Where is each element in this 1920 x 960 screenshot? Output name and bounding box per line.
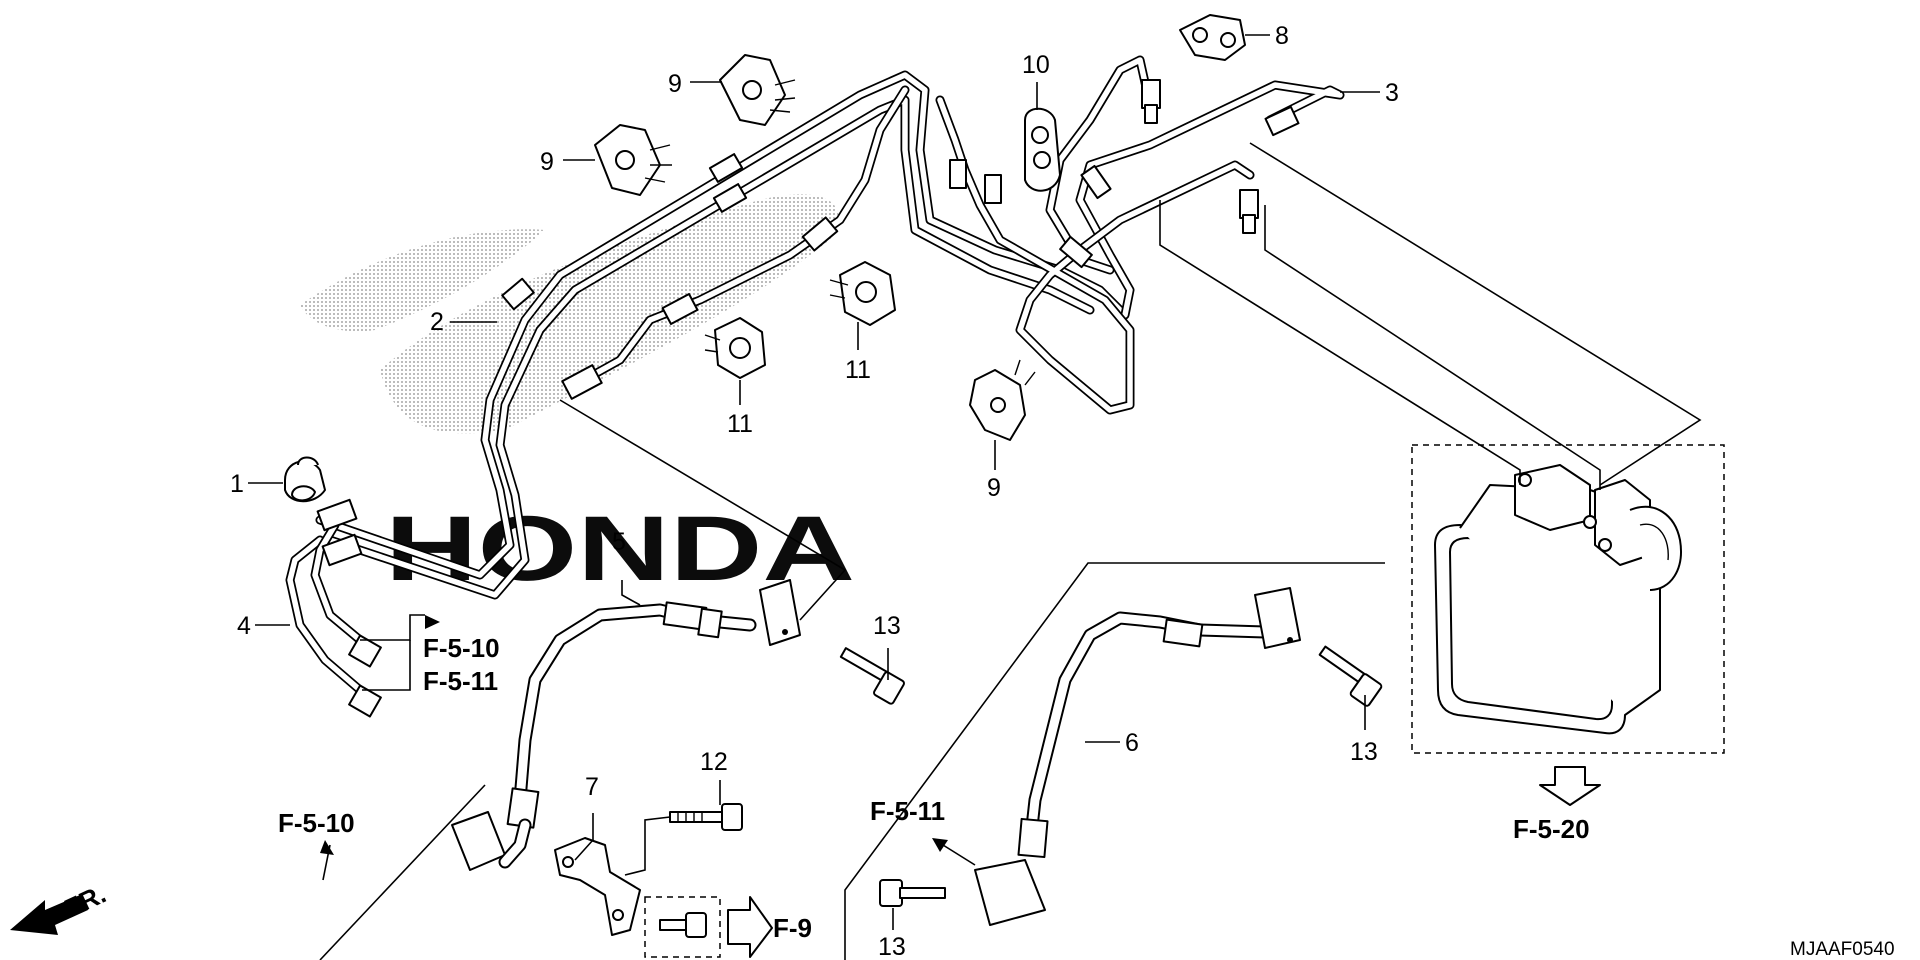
callout-13c: 13 xyxy=(878,933,906,960)
clamp-1 xyxy=(284,456,326,503)
clamp-10 xyxy=(1024,107,1061,192)
bolt-13-left xyxy=(839,647,905,705)
clamp-8 xyxy=(1179,14,1246,61)
callout-13b: 13 xyxy=(1350,738,1378,766)
callout-7: 7 xyxy=(585,773,599,801)
callout-8: 8 xyxy=(1275,22,1289,50)
clamp-9-upper xyxy=(719,54,796,126)
ref-f-5-20: F-5-20 xyxy=(1513,814,1590,844)
leader-lines xyxy=(248,34,1702,930)
brake-pipe-3 xyxy=(935,55,1345,415)
divider-lines xyxy=(319,562,1385,960)
callout-10: 10 xyxy=(1022,51,1050,79)
abs-modulator xyxy=(1434,464,1682,735)
callout-9a: 9 xyxy=(668,70,682,98)
bolt-f9 xyxy=(659,912,707,938)
f-9-arrow xyxy=(727,896,773,958)
brake-hose-5 xyxy=(451,579,801,871)
callout-9c: 9 xyxy=(987,474,1001,502)
reference-labels: F-5-10 F-5-11 F-5-10 F-5-11 F-5-20 F-9 F… xyxy=(60,633,1895,960)
callout-6: 6 xyxy=(1125,729,1139,757)
clamp-11-lower xyxy=(704,317,766,379)
abs-dashed-frame xyxy=(1411,444,1725,754)
f-5-20-arrow xyxy=(1539,766,1601,806)
ref-f-5-10-lower: F-5-10 xyxy=(278,808,355,838)
clamp-11-upper xyxy=(829,261,896,326)
clamp-9-lower xyxy=(969,359,1036,441)
callout-1: 1 xyxy=(230,470,244,498)
brake-pipe-2 xyxy=(315,70,1125,600)
callout-12: 12 xyxy=(700,748,728,776)
callout-2: 2 xyxy=(430,308,444,336)
brake-hose-6 xyxy=(974,587,1301,926)
clamp-9-left xyxy=(594,124,672,196)
callout-13a: 13 xyxy=(873,612,901,640)
callout-4: 4 xyxy=(237,612,251,640)
ref-f-5-11-upper: F-5-11 xyxy=(423,666,498,696)
brake-pipe-front-short xyxy=(561,85,910,400)
callout-3: 3 xyxy=(1385,79,1399,107)
ref-f-5-11-lower: F-5-11 xyxy=(870,796,945,826)
bolt-12 xyxy=(669,803,743,831)
f9-dashed-box xyxy=(644,896,721,958)
honda-wing-watermark xyxy=(300,194,839,434)
bolt-13-bottom xyxy=(879,879,946,907)
callout-numbers: 1 2 3 4 5 6 7 8 9 9 9 10 11 11 12 13 13 … xyxy=(230,22,1399,960)
bracket-7 xyxy=(554,837,641,936)
callout-9b: 9 xyxy=(540,148,554,176)
diagram-code: MJAAF0540 xyxy=(1790,939,1895,960)
ref-arrows xyxy=(10,615,1601,958)
bolt-13-right xyxy=(1318,645,1383,707)
fr-arrow xyxy=(10,895,88,935)
ref-f-5-10-upper: F-5-10 xyxy=(423,633,500,663)
callout-11b: 11 xyxy=(727,410,753,438)
brake-pipe-4 xyxy=(285,498,382,718)
ref-f-9: F-9 xyxy=(773,913,812,943)
callout-11a: 11 xyxy=(845,356,871,384)
callout-5: 5 xyxy=(612,528,626,556)
